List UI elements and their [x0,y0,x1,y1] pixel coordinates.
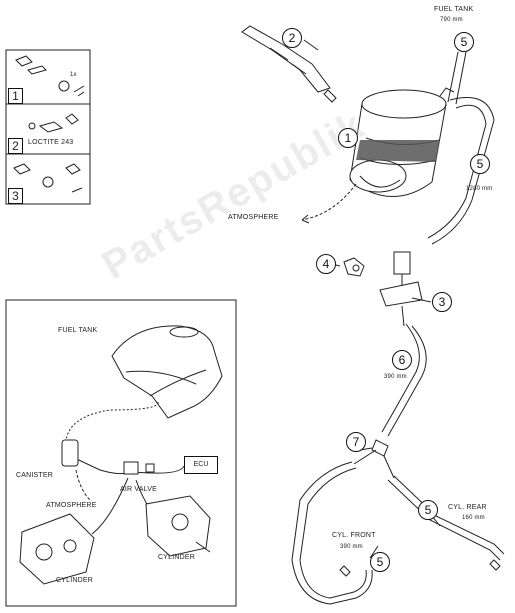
step-number-1: 1 [8,88,23,104]
hose-front-cylinder [291,461,373,605]
callout-5-right: 5 [470,154,490,174]
inset-air-valve-shape [123,461,155,475]
callout-7: 7 [346,432,366,452]
cyl-front-length: 390 mm [340,544,363,550]
cyl-rear-label: CYL. REAR [448,504,487,511]
cyl-rear-length: 160 mm [462,515,485,521]
step-1-note: 1x [70,72,77,78]
callout-3: 3 [432,292,452,312]
fuel-tank-label: FUEL TANK [434,6,474,13]
hose-6-length: 390 mm [384,374,407,380]
part-7-t-piece [353,439,395,479]
callout-1: 1 [338,128,358,148]
inset-ecu-box: ECU [184,456,218,474]
part-1-shape [349,87,455,197]
part-3-shape [379,251,423,327]
step-number-2: 2 [8,138,23,154]
part-4-shape [343,257,365,277]
callout-5-rear: 5 [418,500,438,520]
inset-cylinder-right-shape [145,495,211,557]
step-2-note: LOCTITE 243 [28,139,74,146]
step-instructions-panel [5,49,91,205]
inset-cylinder-left-label: CYLINDER [56,577,93,584]
callout-6: 6 [392,350,412,370]
inset-canister-label: CANISTER [16,472,53,479]
hose-5-length: 1280 mm [466,186,493,192]
cyl-front-label: CYL. FRONT [332,532,376,539]
callout-5-top: 5 [454,32,474,52]
hose-6 [381,323,427,437]
callout-5-front: 5 [370,552,390,572]
step-number-3: 3 [8,188,23,204]
callout-2: 2 [282,28,302,48]
inset-fuel-tank-shape [111,325,223,419]
inset-cylinder-right-label: CYLINDER [158,554,195,561]
inset-cylinder-left-shape [19,513,95,585]
inset-air-valve-label: AIR VALVE [120,486,157,493]
part-2-shape [241,25,337,103]
inset-canister-shape [61,439,79,467]
atmosphere-label: ATMOSPHERE [228,214,279,221]
inset-fuel-tank-label: FUEL TANK [58,327,98,334]
fuel-tank-length: 790 mm [440,17,463,23]
callout-4: 4 [316,254,336,274]
inset-atmosphere-label: ATMOSPHERE [46,502,97,509]
hose-rear-cylinder [387,475,505,571]
